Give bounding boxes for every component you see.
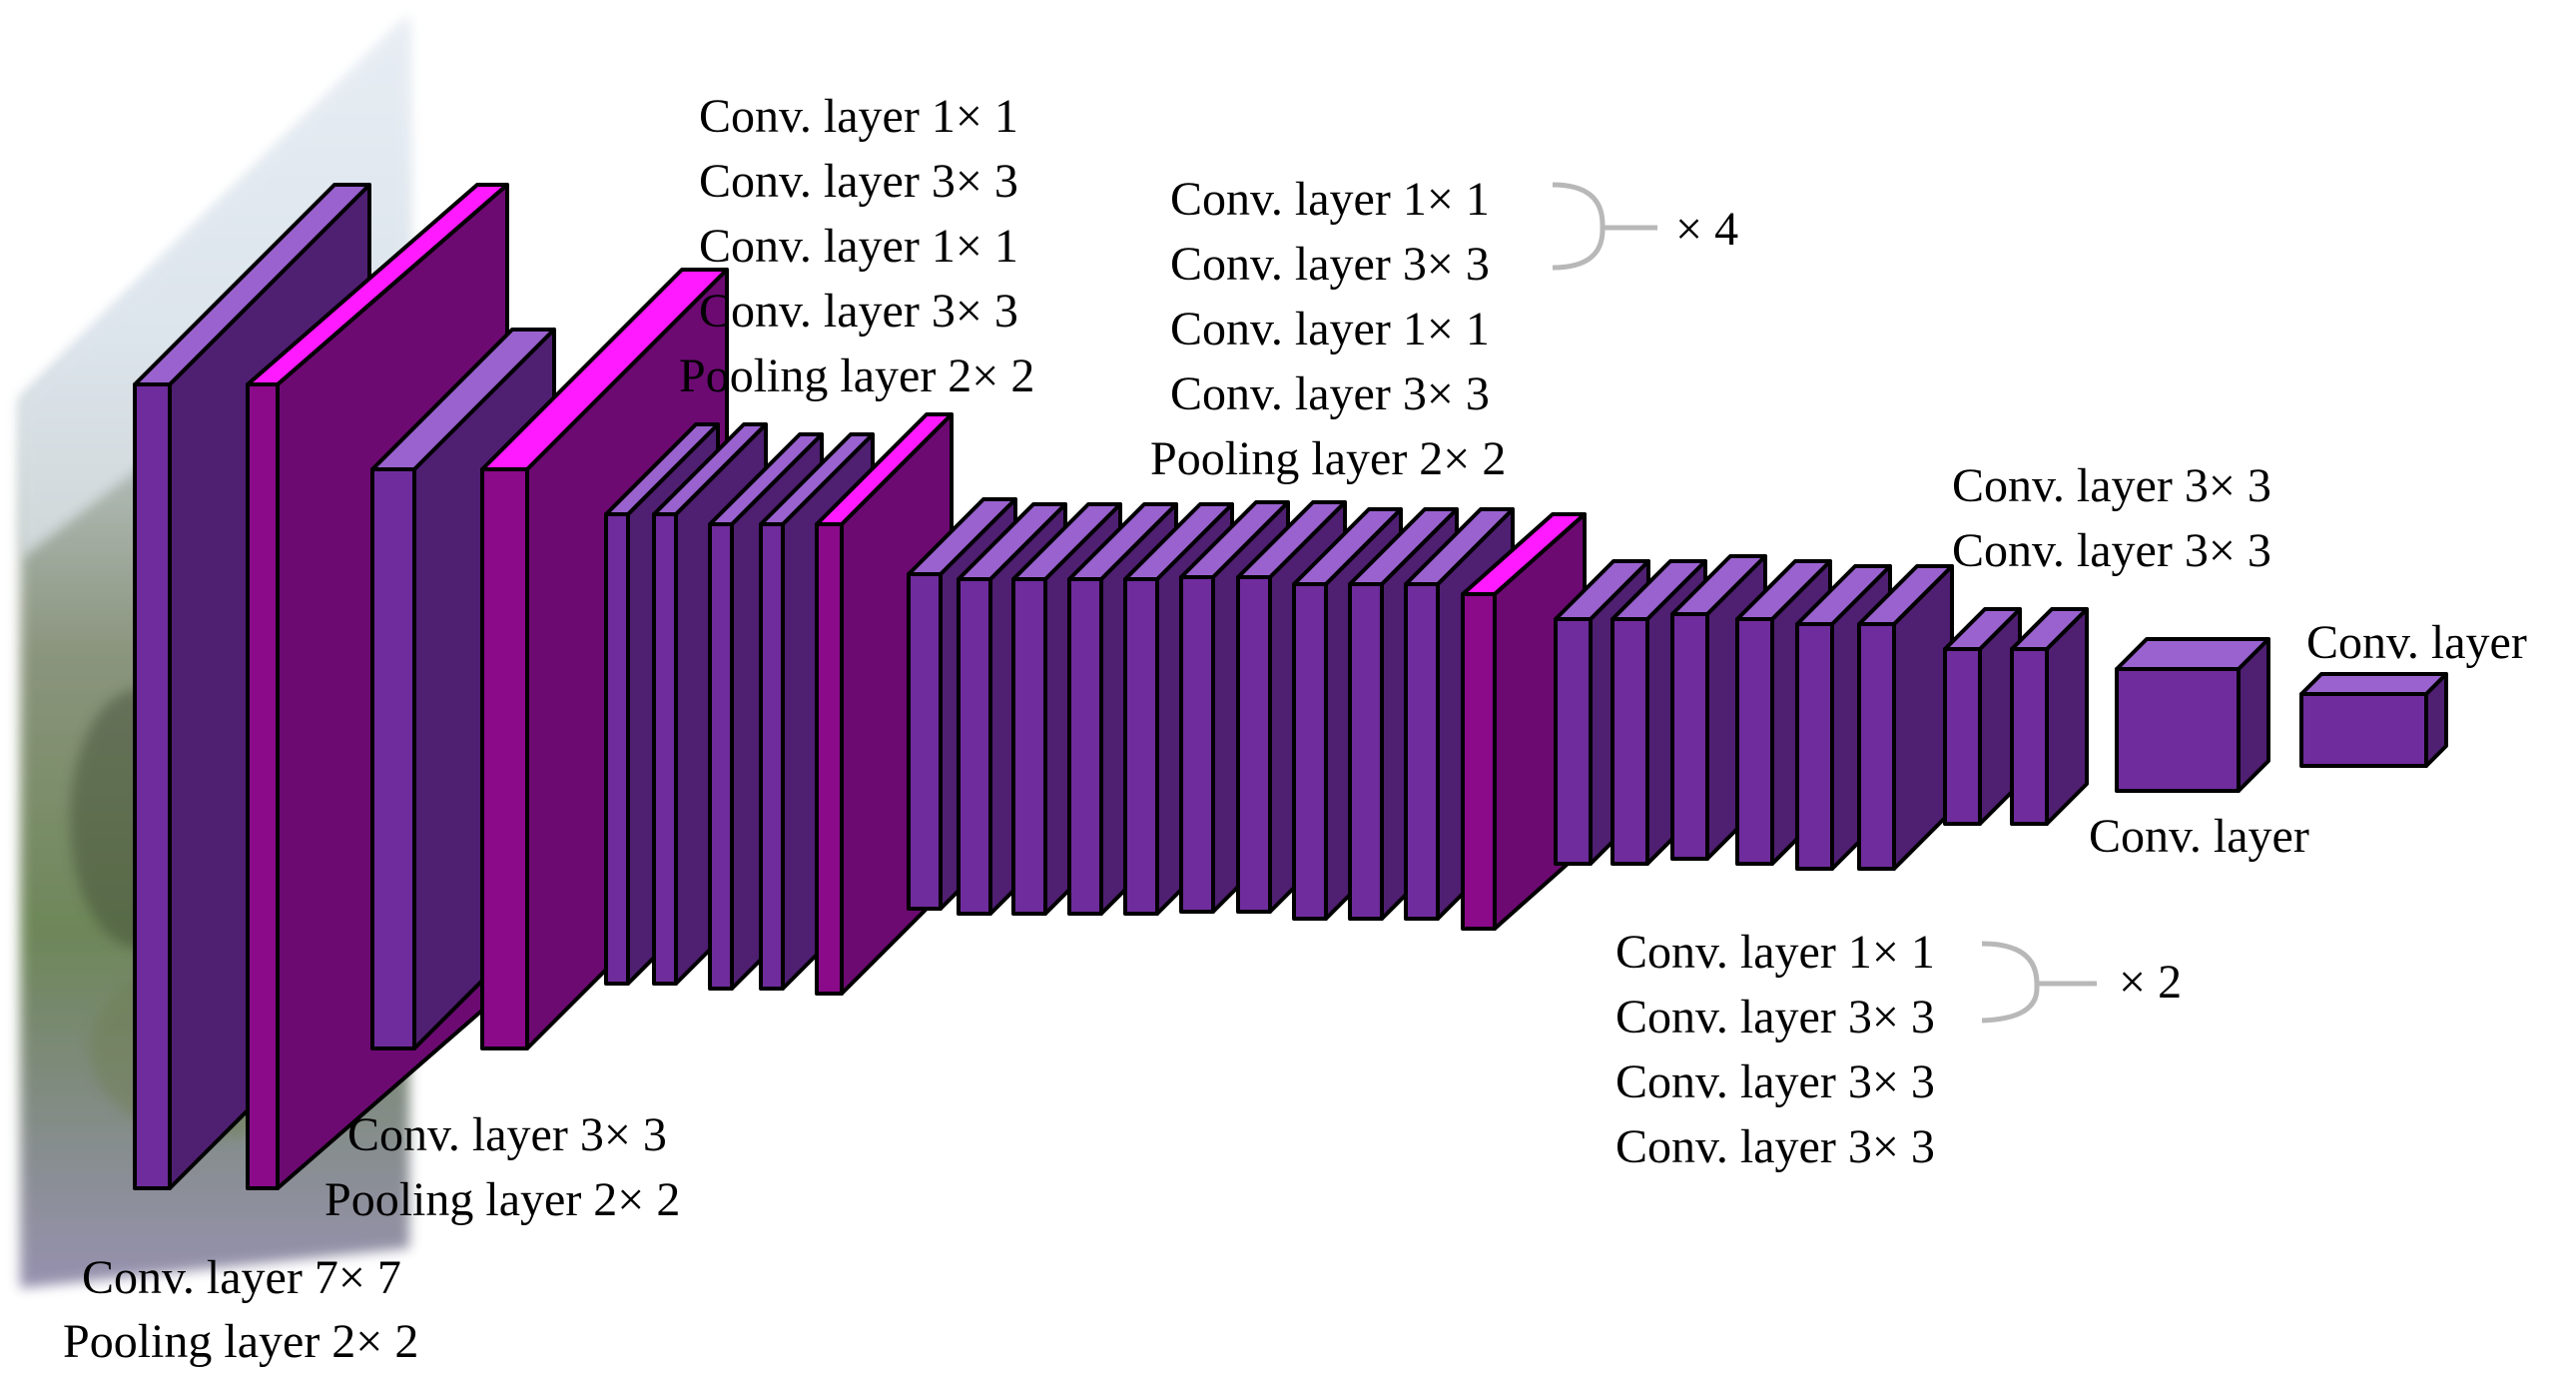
stage4-label-5: Pooling layer 2× 2 (1150, 432, 1507, 485)
stage5-repeat-label: × 2 (2119, 956, 2183, 1009)
conv-layer-block (2010, 607, 2089, 826)
block-front-face (1610, 617, 1649, 866)
block-front-face (1179, 575, 1215, 914)
block-front-face (957, 577, 992, 916)
block-front-face (1795, 622, 1834, 871)
stage5-label-2: Conv. layer 3× 3 (1615, 991, 1935, 1043)
block-top-face (2115, 637, 2270, 671)
block-front-face (1011, 577, 1047, 916)
block-front-face (652, 512, 678, 986)
block-front-face (1554, 617, 1593, 866)
stage6-label-1: Conv. layer 3× 3 (1952, 459, 2271, 512)
stage2-label-conv: Conv. layer 3× 3 (347, 1108, 667, 1161)
conv-layer-block (2115, 637, 2270, 793)
stage5-label-1: Conv. layer 1× 1 (1615, 926, 1935, 979)
block-front-face (2115, 667, 2241, 793)
block-front-face (815, 522, 844, 996)
stage3-label-2: Conv. layer 3× 3 (699, 155, 1018, 208)
conv-layer-label-a: Conv. layer (2089, 810, 2309, 863)
stage4-label-2: Conv. layer 3× 3 (1170, 238, 1490, 291)
block-front-face (907, 572, 943, 911)
conv-layer-block (2299, 672, 2448, 768)
block-front-face (1123, 577, 1159, 916)
stage4-label-1: Conv. layer 1× 1 (1170, 173, 1490, 226)
block-front-face (1348, 582, 1384, 921)
stage4-repeat-label: × 4 (1675, 203, 1739, 256)
stage3-label-1: Conv. layer 1× 1 (699, 90, 1018, 143)
repeat-bracket-x2 (1981, 941, 2097, 1024)
block-front-face (2010, 647, 2049, 826)
stage4-label-3: Conv. layer 1× 1 (1170, 303, 1490, 355)
block-front-face (1236, 575, 1272, 914)
stage3-label-5: Pooling layer 2× 2 (679, 349, 1035, 402)
block-front-face (1943, 647, 1982, 826)
block-front-face (1461, 592, 1497, 931)
block-front-face (1292, 582, 1328, 921)
block-front-face (133, 382, 172, 1190)
stage6-label-2: Conv. layer 3× 3 (1952, 524, 2271, 577)
stage4-label-4: Conv. layer 3× 3 (1170, 367, 1490, 420)
conv-layer-label-b: Conv. layer (2306, 616, 2527, 669)
conv-layer-block (1857, 564, 1954, 871)
stage3-label-4: Conv. layer 3× 3 (699, 285, 1018, 338)
conv-layer-block (1943, 607, 2022, 826)
block-front-face (480, 467, 529, 1050)
repeat-bracket-x4 (1552, 182, 1657, 271)
block-front-face (246, 382, 280, 1190)
stage1-label-pool: Pooling layer 2× 2 (63, 1315, 419, 1368)
block-front-face (759, 522, 785, 991)
layer-blocks (133, 183, 2448, 1190)
block-front-face (1067, 577, 1103, 916)
block-top-face (2299, 672, 2448, 696)
block-front-face (1735, 617, 1774, 866)
block-front-face (1857, 622, 1896, 871)
block-front-face (2299, 692, 2428, 768)
stage1-label-conv: Conv. layer 7× 7 (82, 1251, 401, 1304)
block-front-face (370, 467, 416, 1050)
block-front-face (604, 512, 630, 986)
stage3-label-3: Conv. layer 1× 1 (699, 220, 1018, 273)
block-front-face (1670, 612, 1709, 861)
block-front-face (1404, 582, 1440, 921)
block-front-face (708, 522, 734, 991)
stage5-label-3: Conv. layer 3× 3 (1615, 1055, 1935, 1108)
stage2-label-pool: Pooling layer 2× 2 (324, 1173, 681, 1226)
stage5-label-4: Conv. layer 3× 3 (1615, 1120, 1935, 1173)
